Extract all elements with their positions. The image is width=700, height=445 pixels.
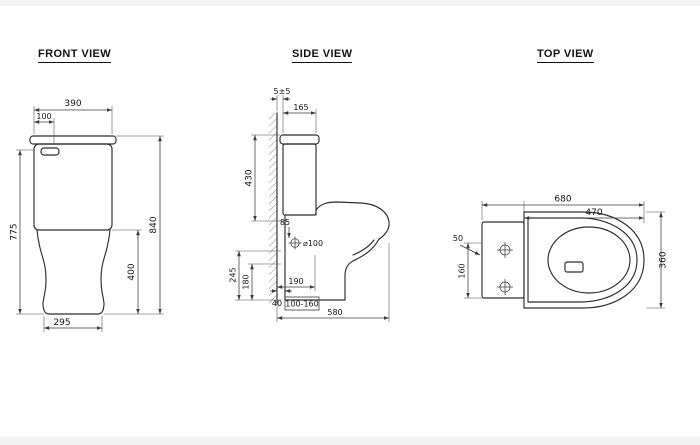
top-toilet-outline [481,211,645,309]
dim-bowl-height-label: 400 [127,263,137,280]
side-seat-profile [315,201,390,240]
dim-fixing-span-label: 160 [458,263,467,278]
front-flush-button [40,147,60,156]
page-edge-top [0,0,700,6]
top-view-drawing: 680 470 50 160 360 [453,195,669,309]
dim-base-width-label: 295 [53,318,70,328]
outlet-centre-mark [288,236,302,250]
top-outlet-detail [564,261,584,273]
top-tank-outline [481,221,525,299]
dim-rim-height-label: 180 [242,274,251,289]
dim-wall-gap-label: 5±5 [274,87,291,96]
dim-height-total-label: 840 [149,216,159,233]
wall-section [269,112,278,304]
dim-outlet-diameter-label: ⌀100 [303,239,323,248]
top-bowl-opening [547,226,631,294]
dim-tank-width-label: 390 [64,99,81,109]
side-bowl-underside [344,238,380,301]
front-tank-body [33,143,113,231]
dim-total-depth-label: 580 [327,308,342,317]
top-view-title: TOP VIEW [537,48,594,63]
side-tank-lid [279,134,320,145]
dim-tank-height-label: 430 [245,169,255,186]
setout-range-box [284,296,320,311]
dim-seat-length-label: 470 [585,208,602,218]
dim-button-width-label: 100 [36,112,51,121]
dim-fixing-offset-label: 50 [453,234,463,243]
side-view-drawing: 5±5 165 430 85 ⌀100 245 180 [229,87,390,322]
side-toilet-outline [279,134,390,301]
top-dimensions: 680 470 50 160 360 [453,195,669,309]
front-dimensions: 390 100 775 840 400 295 [10,99,164,332]
top-seat-inner [527,217,638,303]
top-seat-outer [523,211,645,309]
front-toilet-outline [29,135,117,315]
wall-hatch [269,113,277,303]
dim-total-length-label: 680 [554,195,571,205]
side-view-title: SIDE VIEW [292,48,353,63]
dim-height-left-label: 775 [10,223,20,240]
fixing-hole-bottom [497,279,513,295]
dim-setout-range-label: 100-160 [285,300,318,309]
dim-outlet-setout-label: 190 [288,277,303,286]
side-tank-body [282,143,317,216]
front-bowl-outline [36,229,111,315]
dim-rear-height-label: 245 [229,267,238,282]
front-view-title: FRONT VIEW [38,48,112,63]
side-rim-inner-line [352,239,375,256]
fixing-hole-top [497,242,513,258]
dim-outlet-drop-label: 85 [280,218,290,227]
dim-total-width-label: 360 [659,251,669,268]
front-tank-lid [29,135,117,145]
front-view-drawing: 390 100 775 840 400 295 [10,99,164,332]
side-dimensions: 5±5 165 430 85 ⌀100 245 180 [229,87,390,322]
page-edge-bottom [0,437,700,445]
dim-tank-depth-label: 165 [293,103,308,112]
